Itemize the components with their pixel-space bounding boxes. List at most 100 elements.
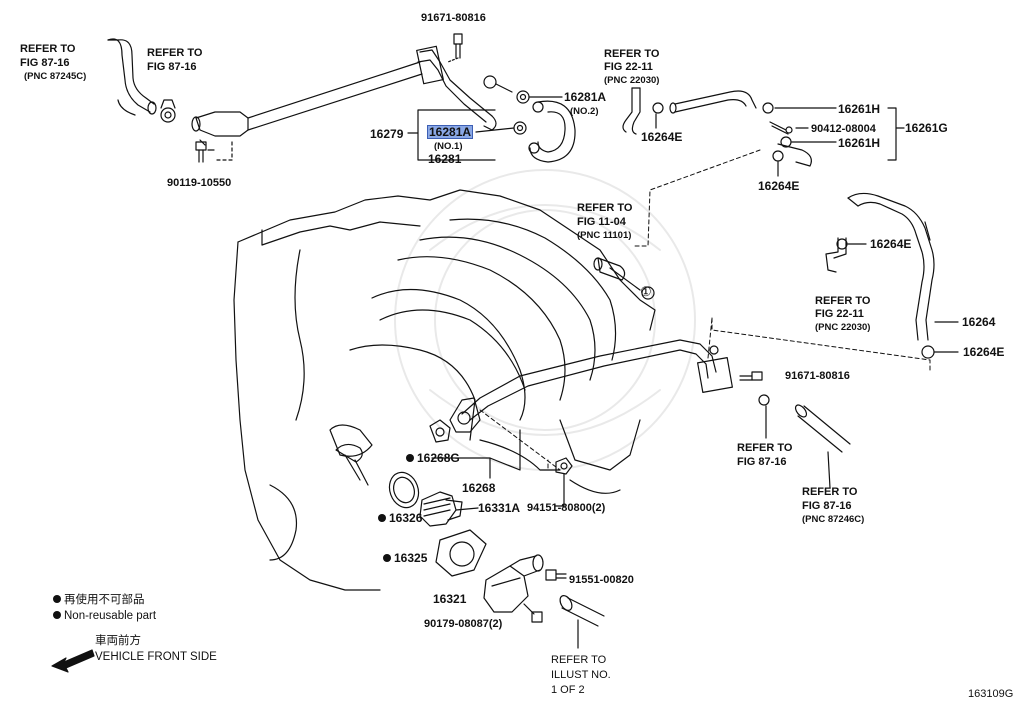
- label-text: 16326: [389, 511, 423, 525]
- leader-16281A-no1: [475, 127, 515, 133]
- label-90179: 90179-08087(2): [424, 618, 503, 630]
- refer-pnc: (PNC 22030): [815, 322, 871, 333]
- refer-line: FIG 22-11: [604, 61, 653, 73]
- label-16264E-a: 16264E: [641, 130, 683, 144]
- refer-line: FIG 87-16: [20, 57, 70, 69]
- label-90119: 90119-10550: [167, 177, 232, 189]
- label-16264E-d: 16264E: [963, 345, 1005, 359]
- label-16264E-b: 16264E: [758, 179, 800, 193]
- refer-fig-87-16-a: REFER TO FIG 87-16 (PNC 87245C): [20, 42, 86, 84]
- refer-line: 1 OF 2: [551, 684, 585, 696]
- refer-line: FIG 87-16: [737, 456, 787, 468]
- label-91551: 91551-00820: [569, 574, 634, 586]
- clamp-16281A-no1: [513, 121, 527, 135]
- refer-line: REFER TO: [604, 48, 660, 60]
- legend-en: Non-reusable part: [64, 610, 157, 622]
- refer-pnc: (PNC 87246C): [802, 514, 865, 525]
- clamp-16264E-b: [772, 150, 784, 162]
- gasket-16326: [388, 471, 420, 509]
- legend-en-row: Non-reusable part: [53, 608, 156, 624]
- thermostat-16331A: [419, 491, 479, 527]
- bracket-16279: [407, 109, 496, 161]
- hose-16264E-top: [622, 87, 812, 167]
- refer-line: REFER TO: [577, 202, 633, 214]
- label-16268: 16268: [462, 481, 496, 495]
- refer-fig-22-11-b: REFER TO FIG 22-11 (PNC 22030): [815, 295, 870, 334]
- label-94151: 94151-80800(2): [527, 502, 606, 514]
- refer-fig-22-11-a: REFER TO FIG 22-11 (PNC 22030): [604, 48, 659, 87]
- hose-refer-illust: [559, 595, 605, 649]
- nut-90179: [523, 603, 543, 623]
- legend-jp: 再使用不可部品: [64, 594, 145, 606]
- bracket-16261G: [887, 107, 905, 161]
- bolt-90119: [195, 141, 207, 163]
- label-16264: 16264: [962, 315, 996, 329]
- label-16281A-no2: 16281A: [564, 90, 607, 104]
- clamp-16261H-a: [762, 102, 774, 114]
- refer-line: REFER TO: [737, 442, 793, 454]
- label-16261G: 16261G: [905, 121, 948, 135]
- label-90412: 90412-08004: [811, 123, 876, 135]
- hose-refer-87-16-right: [765, 404, 851, 489]
- bolt-90412: [769, 121, 793, 135]
- label-16261H-b: 16261H: [838, 136, 881, 150]
- diagram-id: 163109G: [968, 688, 1014, 700]
- refer-pnc: (PNC 11101): [577, 230, 632, 241]
- refer-line: FIG 87-16: [802, 500, 852, 512]
- nut-94151: [554, 457, 573, 507]
- label-16281A-no1[interactable]: 16281A: [427, 125, 474, 139]
- refer-line: FIG 87-16: [147, 61, 197, 73]
- refer-line: REFER TO: [147, 47, 203, 59]
- clamp-16281A-no2: [516, 90, 530, 104]
- fitting-11-04: [593, 257, 655, 300]
- refer-fig-87-16-c: REFER TO FIG 87-16: [737, 441, 792, 469]
- label-91671-b: 91671-80816: [785, 370, 850, 382]
- refer-line: REFER TO: [815, 295, 871, 307]
- nonreusable-dot-icon: [383, 554, 391, 562]
- refer-fig-87-16-b: REFER TO FIG 87-16: [147, 46, 202, 74]
- engine-block: [233, 189, 656, 591]
- nonreusable-dot-icon: [378, 514, 386, 522]
- label-text: 16325: [394, 551, 428, 565]
- refer-pnc: (PNC 22030): [604, 75, 660, 86]
- circled-one-marker: ①: [640, 284, 652, 299]
- nonreusable-dot-icon: [53, 595, 61, 603]
- refer-fig-11-04: REFER TO FIG 11-04 (PNC 11101): [577, 201, 632, 243]
- refer-line: REFER TO: [802, 486, 858, 498]
- label-16281A-no1-sub: (NO.1): [434, 141, 463, 152]
- refer-pnc: (PNC 87245C): [24, 71, 87, 82]
- label-16321: 16321: [433, 592, 467, 606]
- label-16281: 16281: [428, 152, 462, 166]
- nonreusable-dot-icon: [53, 611, 61, 619]
- refer-line: ILLUST NO.: [551, 669, 611, 681]
- inlet-16321: [483, 554, 544, 613]
- label-16264E-c: 16264E: [870, 237, 912, 251]
- label-91671-top: 91671-80816: [421, 12, 486, 24]
- nonreusable-dot-icon: [406, 454, 414, 462]
- refer-line: REFER TO: [20, 43, 76, 55]
- hose-16281: [528, 100, 576, 163]
- watermark-emblem: [394, 169, 696, 471]
- legend-front-jp: 車両前方: [95, 635, 141, 647]
- label-16261H-a: 16261H: [838, 102, 881, 116]
- bolt-91551: [545, 569, 567, 581]
- label-text: 16268G: [417, 451, 460, 465]
- label-16326: 16326: [378, 512, 422, 524]
- refer-line: REFER TO: [551, 654, 607, 666]
- refer-fig-87-16-d: REFER TO FIG 87-16 (PNC 87246C): [802, 485, 864, 527]
- bolt-91671-top: [447, 33, 463, 63]
- bolt-91671-b: [739, 371, 770, 406]
- clamp-16261H-b: [780, 136, 792, 148]
- label-16268G: 16268G: [406, 452, 460, 464]
- label-16279: 16279: [370, 127, 404, 141]
- pipe-16268: [449, 339, 733, 433]
- legend-nonreusable: 再使用不可部品 Non-reusable part: [53, 592, 156, 624]
- gasket-16325: [435, 529, 487, 577]
- gasket-16268G: [429, 419, 451, 443]
- front-arrow: [51, 649, 95, 673]
- legend-front: 車両前方 VEHICLE FRONT SIDE: [95, 633, 217, 665]
- refer-line: FIG 11-04: [577, 216, 626, 228]
- label-16331A: 16331A: [478, 501, 521, 515]
- legend-front-en: VEHICLE FRONT SIDE: [95, 651, 217, 663]
